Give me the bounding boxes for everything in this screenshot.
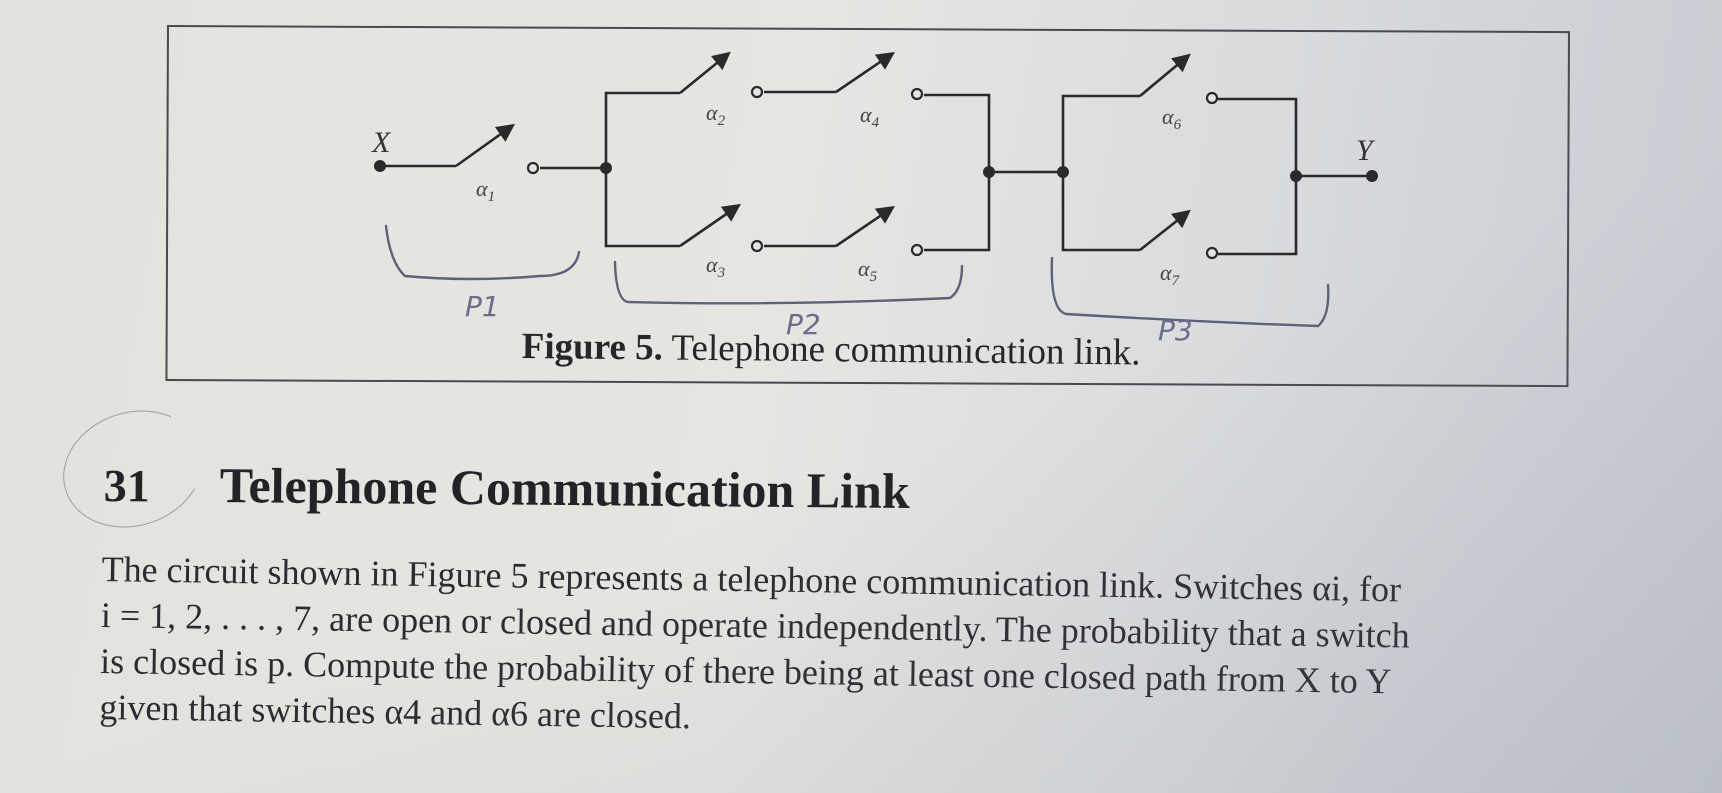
wire-p2-bottom-left — [604, 168, 680, 248]
figure-caption: Figure 5. Telephone communication link. — [522, 325, 1141, 374]
wire-p3-bottom-right — [1218, 176, 1298, 256]
switch-label-a7: α7 — [1160, 260, 1181, 289]
contact-a3 — [750, 239, 764, 253]
switch-a2-blade — [679, 51, 731, 95]
junction-p2-right — [983, 166, 995, 178]
switch-label-a4: α4 — [860, 102, 880, 131]
contact-a1 — [526, 161, 540, 175]
switch-label-a6: α6 — [1162, 104, 1182, 133]
switch-a1-blade — [455, 123, 515, 168]
wire-p2-top-left — [604, 91, 680, 168]
switch-label-a2: α2 — [706, 100, 726, 129]
wire-p3-top-right — [1218, 97, 1298, 176]
figure-caption-text: Telephone communication link. — [671, 327, 1141, 374]
switch-a3-blade — [679, 203, 741, 248]
problem-statement: The circuit shown in Figure 5 represents… — [99, 546, 1672, 755]
switch-label-a3: α3 — [706, 252, 725, 281]
figure-caption-label: Figure 5. — [521, 325, 664, 369]
handwritten-p1: P1 — [465, 290, 500, 323]
switch-label-a1: α1 — [476, 176, 495, 205]
wire-p3-top-left — [1061, 94, 1140, 172]
problem-number: 31 — [103, 459, 150, 512]
switch-a5-blade — [835, 205, 896, 248]
handwritten-p3: P3 — [1158, 314, 1193, 347]
node-x-label: X — [371, 126, 392, 159]
node-x-dot — [374, 160, 386, 172]
wire-p3-bottom-left — [1061, 172, 1140, 252]
node-y-label: Y — [1356, 134, 1376, 167]
switch-label-a5: α5 — [858, 256, 878, 285]
node-y-dot — [1366, 170, 1378, 182]
contact-a7 — [1205, 246, 1219, 260]
wire-p2-top-right — [924, 93, 991, 172]
junction-p3-right — [1290, 170, 1302, 182]
contact-a5 — [910, 243, 924, 257]
contact-a2 — [750, 85, 764, 99]
switch-a4-blade — [835, 51, 896, 94]
junction-p3-left — [1057, 166, 1069, 178]
contact-a4 — [910, 87, 924, 101]
bracket-p3 — [1050, 256, 1330, 328]
wire-p2-bottom-right — [924, 172, 991, 252]
bracket-p1 — [384, 224, 581, 281]
handwritten-p2: P2 — [786, 308, 821, 341]
junction-p2-left — [600, 162, 612, 174]
switch-a7-blade — [1139, 209, 1191, 252]
problem-title: Telephone Communication Link — [219, 457, 910, 520]
contact-a6 — [1205, 91, 1219, 105]
bracket-p2 — [613, 260, 964, 305]
switch-a6-blade — [1139, 53, 1191, 97]
section-heading: 31 Telephone Communication Link — [103, 455, 910, 520]
